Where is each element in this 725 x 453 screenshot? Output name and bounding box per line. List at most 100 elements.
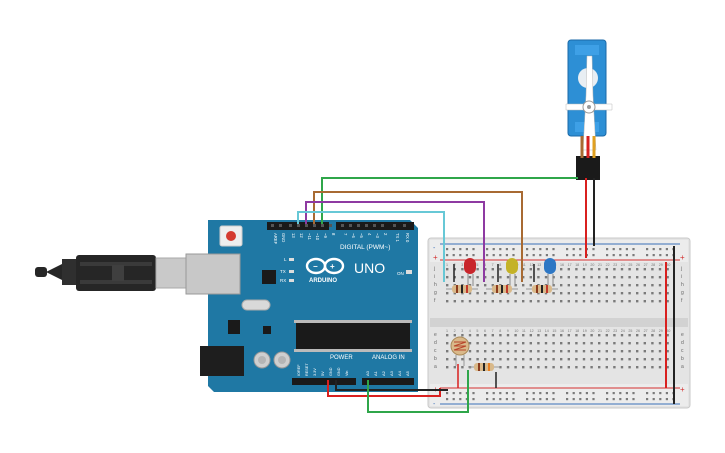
breadboard-hole[interactable] bbox=[575, 292, 578, 295]
rail-hole[interactable] bbox=[532, 392, 535, 395]
breadboard-hole[interactable] bbox=[476, 276, 479, 279]
rail-hole[interactable] bbox=[646, 392, 649, 395]
digital-pin[interactable] bbox=[313, 224, 316, 227]
breadboard-hole[interactable] bbox=[658, 342, 662, 345]
breadboard-hole[interactable] bbox=[666, 276, 669, 279]
breadboard-hole[interactable] bbox=[552, 276, 555, 279]
breadboard-hole[interactable] bbox=[461, 300, 464, 303]
rail-hole[interactable] bbox=[465, 248, 468, 251]
breadboard-hole[interactable] bbox=[453, 334, 456, 337]
digital-pin[interactable] bbox=[271, 224, 274, 227]
rail-hole[interactable] bbox=[659, 248, 662, 251]
rail-hole[interactable] bbox=[579, 398, 582, 401]
breadboard-hole[interactable] bbox=[468, 358, 472, 361]
breadboard-hole[interactable] bbox=[575, 358, 578, 361]
breadboard-hole[interactable] bbox=[575, 334, 578, 337]
wire-black-gnd[interactable] bbox=[335, 380, 448, 391]
breadboard-hole[interactable] bbox=[506, 342, 510, 345]
breadboard-hole[interactable] bbox=[446, 358, 449, 361]
breadboard-hole[interactable] bbox=[598, 300, 601, 303]
breadboard-hole[interactable] bbox=[476, 350, 479, 353]
breadboard-hole[interactable] bbox=[582, 284, 586, 287]
breadboard-hole[interactable] bbox=[560, 292, 563, 295]
rail-hole[interactable] bbox=[452, 392, 455, 395]
breadboard-hole[interactable] bbox=[529, 292, 532, 295]
rail-hole[interactable] bbox=[526, 254, 529, 257]
rail-hole[interactable] bbox=[552, 398, 555, 401]
breadboard-hole[interactable] bbox=[514, 276, 517, 279]
breadboard-hole[interactable] bbox=[582, 350, 586, 353]
breadboard-hole[interactable] bbox=[582, 358, 586, 361]
breadboard-hole[interactable] bbox=[499, 268, 502, 271]
rail-hole[interactable] bbox=[472, 392, 475, 395]
breadboard-hole[interactable] bbox=[620, 292, 624, 295]
breadboard-hole[interactable] bbox=[628, 276, 631, 279]
rail-hole[interactable] bbox=[486, 392, 489, 395]
breadboard-hole[interactable] bbox=[613, 358, 616, 361]
breadboard-hole[interactable] bbox=[552, 350, 555, 353]
breadboard-hole[interactable] bbox=[522, 292, 525, 295]
breadboard-hole[interactable] bbox=[446, 300, 449, 303]
rail-hole[interactable] bbox=[465, 398, 468, 401]
breadboard-hole[interactable] bbox=[529, 366, 532, 369]
breadboard-hole[interactable] bbox=[567, 276, 570, 279]
led-blue[interactable] bbox=[544, 258, 556, 286]
breadboard-hole[interactable] bbox=[446, 268, 449, 271]
breadboard-hole[interactable] bbox=[446, 366, 449, 369]
breadboard-hole[interactable] bbox=[613, 284, 616, 287]
breadboard-hole[interactable] bbox=[484, 268, 487, 271]
breadboard-hole[interactable] bbox=[605, 350, 608, 353]
breadboard-hole[interactable] bbox=[446, 292, 449, 295]
rail-hole[interactable] bbox=[625, 392, 628, 395]
breadboard-hole[interactable] bbox=[491, 276, 494, 279]
breadboard-hole[interactable] bbox=[636, 292, 639, 295]
breadboard-hole[interactable] bbox=[658, 268, 662, 271]
breadboard-hole[interactable] bbox=[468, 334, 472, 337]
breadboard-hole[interactable] bbox=[643, 358, 646, 361]
breadboard-hole[interactable] bbox=[491, 300, 494, 303]
breadboard-hole[interactable] bbox=[651, 366, 654, 369]
breadboard-hole[interactable] bbox=[514, 350, 517, 353]
breadboard-hole[interactable] bbox=[514, 342, 517, 345]
rail-hole[interactable] bbox=[545, 248, 548, 251]
digital-pin[interactable] bbox=[365, 224, 368, 227]
breadboard-hole[interactable] bbox=[628, 366, 631, 369]
breadboard-hole[interactable] bbox=[628, 358, 631, 361]
breadboard-hole[interactable] bbox=[529, 300, 532, 303]
photoresistor[interactable] bbox=[450, 336, 470, 366]
rail-hole[interactable] bbox=[665, 248, 668, 251]
breadboard-hole[interactable] bbox=[643, 276, 646, 279]
rail-hole[interactable] bbox=[465, 392, 468, 395]
rail-hole[interactable] bbox=[505, 248, 508, 251]
breadboard-hole[interactable] bbox=[651, 350, 654, 353]
rail-hole[interactable] bbox=[539, 398, 542, 401]
breadboard-hole[interactable] bbox=[544, 276, 548, 279]
rail-hole[interactable] bbox=[465, 254, 468, 257]
breadboard-hole[interactable] bbox=[544, 300, 548, 303]
breadboard-hole[interactable] bbox=[651, 268, 654, 271]
breadboard-hole[interactable] bbox=[484, 342, 487, 345]
breadboard-hole[interactable] bbox=[522, 358, 525, 361]
breadboard-hole[interactable] bbox=[453, 358, 456, 361]
breadboard-hole[interactable] bbox=[446, 276, 449, 279]
rail-hole[interactable] bbox=[665, 254, 668, 257]
rail-hole[interactable] bbox=[566, 254, 569, 257]
rail-hole[interactable] bbox=[612, 254, 615, 257]
breadboard-hole[interactable] bbox=[575, 300, 578, 303]
breadboard-hole[interactable] bbox=[522, 342, 525, 345]
rail-hole[interactable] bbox=[486, 398, 489, 401]
breadboard-hole[interactable] bbox=[620, 268, 624, 271]
breadboard-hole[interactable] bbox=[476, 268, 479, 271]
breadboard-hole[interactable] bbox=[468, 342, 472, 345]
breadboard-hole[interactable] bbox=[544, 292, 548, 295]
rail-hole[interactable] bbox=[532, 254, 535, 257]
rail-hole[interactable] bbox=[505, 398, 508, 401]
rail-hole[interactable] bbox=[646, 398, 649, 401]
breadboard-hole[interactable] bbox=[598, 334, 601, 337]
rail-hole[interactable] bbox=[459, 248, 462, 251]
breadboard-hole[interactable] bbox=[446, 350, 449, 353]
breadboard-hole[interactable] bbox=[651, 300, 654, 303]
rail-hole[interactable] bbox=[665, 392, 668, 395]
breadboard-hole[interactable] bbox=[544, 342, 548, 345]
breadboard-hole[interactable] bbox=[552, 366, 555, 369]
